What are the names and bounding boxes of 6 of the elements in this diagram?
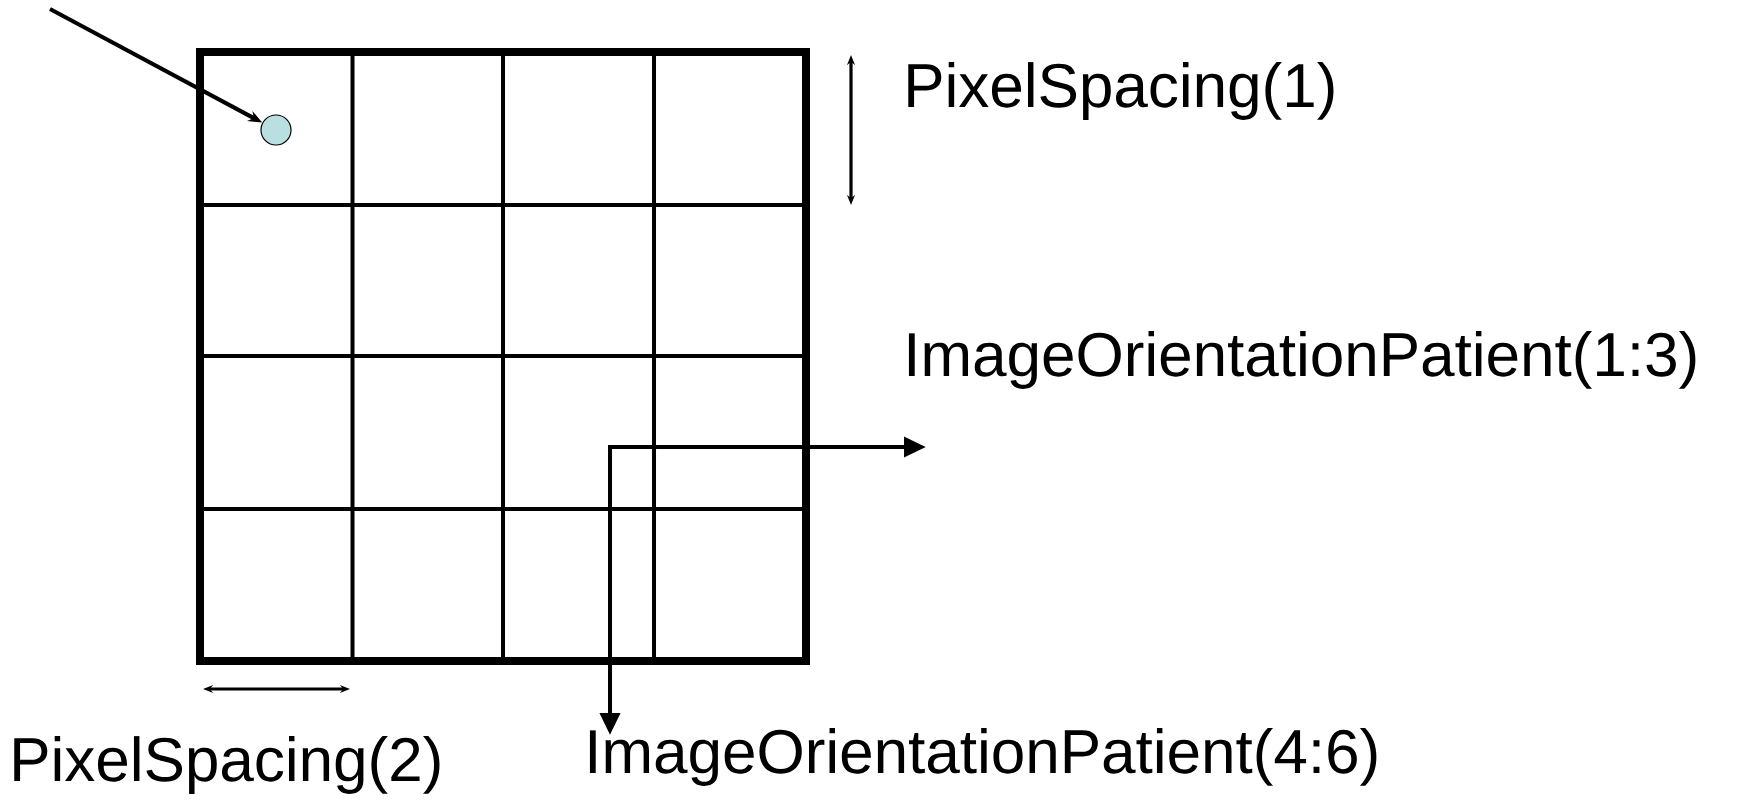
dot-marker bbox=[260, 114, 292, 146]
dimension-label: PixelSpacing(2) bbox=[14, 736, 440, 794]
grid-drawing bbox=[196, 48, 810, 665]
dimension-label: ImageOrientationPatient(4:6) bbox=[589, 728, 1377, 786]
dimension-label: ImageOrientationPatient(1:3) bbox=[908, 331, 1696, 389]
dimension-label: PixelSpacing(1) bbox=[908, 62, 1334, 120]
